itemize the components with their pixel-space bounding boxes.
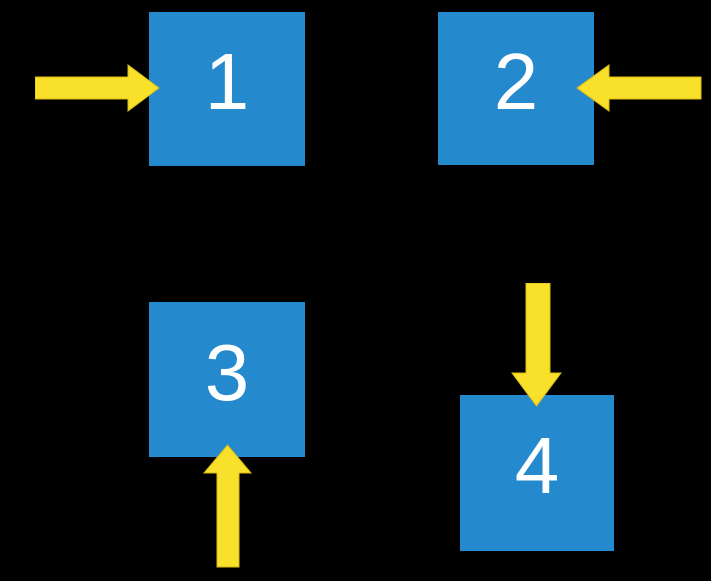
arrow-up-icon bbox=[203, 444, 252, 568]
arrow-left-icon bbox=[576, 64, 702, 112]
square-2: 2 bbox=[438, 12, 594, 165]
square-3: 3 bbox=[149, 302, 305, 457]
arrow-right-icon bbox=[35, 64, 160, 112]
square-3-label: 3 bbox=[204, 327, 250, 417]
square-4: 4 bbox=[460, 395, 614, 551]
square-4-label: 4 bbox=[514, 421, 560, 510]
square-1: 1 bbox=[149, 12, 305, 166]
arrow-down-icon bbox=[511, 283, 562, 407]
square-2-label: 2 bbox=[493, 36, 539, 126]
square-1-label: 1 bbox=[204, 37, 250, 126]
